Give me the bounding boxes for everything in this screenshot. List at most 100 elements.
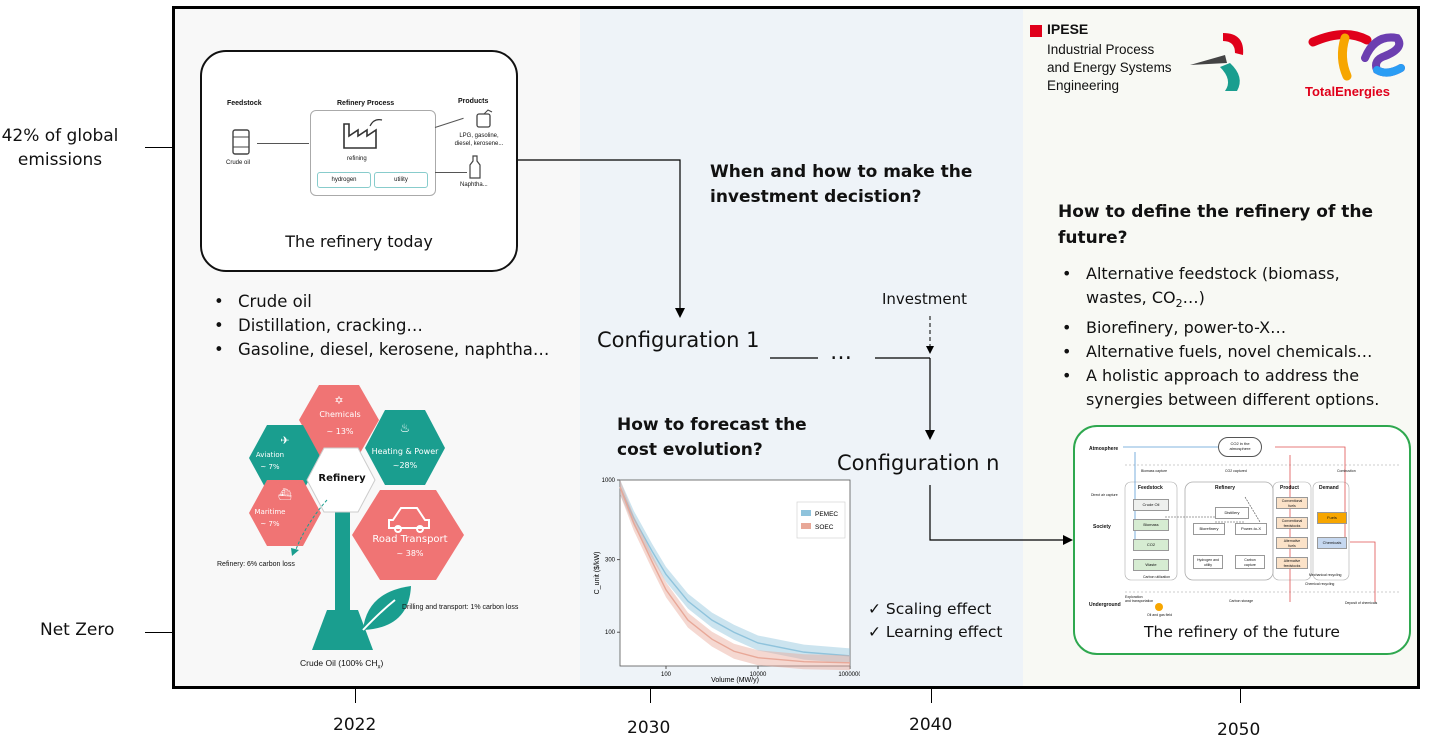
legend-pemec: PEMEC: [815, 511, 838, 518]
products-title: Products: [458, 98, 489, 105]
forecast-question: How to forecast the cost evolution?: [617, 415, 807, 460]
demand-fuels: Fuels: [1317, 512, 1347, 524]
y-tick-label-2: 100: [605, 630, 616, 636]
refinery-loss-label: Refinery: 6% carbon loss: [217, 561, 295, 568]
ipese-emblem-icon: [1190, 33, 1244, 91]
check-icon: ✓: [868, 600, 886, 618]
hexagon-infographic: ✡ ♨ ✈ ⛴: [249, 385, 464, 650]
utility-box: utility: [374, 172, 428, 188]
future-diagram-lines: [1123, 446, 1400, 611]
today-bullet-3: Gasoline, diesel, kerosene, naphtha…: [214, 338, 549, 362]
heating-label: Heating & Power: [371, 447, 439, 456]
totalenergies-emblem-icon: [1308, 30, 1405, 81]
hex-refinery: [306, 447, 376, 513]
feed-biomass: Biomass: [1133, 519, 1169, 531]
hex-heating: [365, 410, 445, 485]
chemicals-pct: ~ 13%: [326, 427, 354, 436]
aviation-label: Aviation: [255, 451, 285, 459]
today-bullet-1: Crude oil: [214, 290, 549, 314]
underground-label: Underground: [1089, 602, 1121, 608]
tick-2040: [931, 689, 932, 703]
barrel-icon: [232, 129, 250, 155]
crude-oil-base-label: Crude Oil (100% CHx): [300, 658, 383, 671]
investment-question: When and how to make the investment deci…: [710, 162, 973, 207]
chart-ylabel: C_unit ($/kW): [594, 552, 601, 595]
loss-arrow-head: [291, 548, 299, 556]
legend-pemec-swatch: [801, 510, 811, 516]
prod-alt-fuels: Alternative fuels: [1276, 537, 1308, 549]
year-2022: 2022: [333, 715, 377, 735]
note-exploration: Exploration and transportation: [1125, 595, 1154, 603]
crude-oil-label: Crude oil: [226, 160, 251, 166]
note-deposit-chemicals: Deposit of chemicals: [1345, 601, 1378, 605]
today-to-config1-head: [675, 308, 685, 318]
tick-2022: [355, 689, 356, 703]
bottle-icon: [469, 155, 481, 179]
scaling-effect-text: Scaling effect: [885, 600, 992, 618]
feedstock-title: Feedstock: [227, 100, 262, 107]
investment-head: [926, 346, 934, 354]
investment-label: Investment: [882, 290, 967, 308]
legend-soec: SOEC: [815, 524, 834, 531]
drilling-loss-label: Drilling and transport: 1% carbon loss: [402, 604, 519, 611]
future-bullet-1: Alternative feedstock (biomass,wastes, C…: [1062, 262, 1379, 316]
today-bullet-2: Distillation, cracking…: [214, 314, 549, 338]
note-direct-air: Direct air capture: [1091, 493, 1118, 497]
confign-to-future-head: [1063, 535, 1073, 545]
refinery-future-caption: The refinery of the future: [1144, 623, 1340, 641]
future-bullet-1a: Alternative feedstock (biomass,: [1086, 264, 1340, 283]
scaling-effect: ✓ Scaling effect: [868, 598, 1003, 621]
configuration-dots: …: [830, 340, 852, 365]
y-tick-label-0: 1000: [602, 478, 616, 484]
feed-arrow: [257, 143, 309, 144]
tick-2030: [650, 689, 651, 703]
demand-chemicals: Chemicals: [1317, 537, 1347, 549]
note-mechanical-recycling: Mechanical recycling: [1309, 573, 1342, 577]
future-bullet-4: A holistic approach to address the syner…: [1062, 364, 1379, 412]
trunk: [312, 500, 373, 650]
hydrogen-box: hydrogen: [317, 172, 371, 188]
prod-alt-feedstocks: Alternative feedstocks: [1276, 557, 1308, 569]
product-col-label: Product: [1280, 485, 1299, 491]
configuration-n: Configuration n: [837, 451, 1000, 475]
configuration-1: Configuration 1: [597, 328, 760, 352]
future-bullet-1c: …): [1182, 288, 1205, 307]
note-biomass-capture: Biomass capture: [1141, 469, 1168, 473]
car-icon: [388, 507, 430, 533]
chemicals-label: Chemicals: [319, 410, 361, 419]
note-carbon-utilization: Carbon utilization: [1143, 575, 1171, 579]
prod-conv-fuels: Conventional fuels: [1276, 497, 1308, 509]
x-tick-label-1: 10000: [750, 672, 767, 678]
factory-icon: [343, 119, 383, 149]
confign-to-future: [929, 485, 1065, 541]
crude-base-text: Crude Oil (100% CH: [300, 658, 378, 668]
hex-chemicals: [299, 385, 379, 455]
note-carbon-storage: Carbon storage: [1229, 599, 1254, 603]
product-arrow-2: [435, 172, 467, 173]
note-co2-captured: CO2 captured: [1225, 469, 1247, 473]
chemicals-icon: ✡: [334, 394, 343, 407]
refinery-today-caption: The refinery today: [285, 232, 433, 251]
feed-co2: CO2: [1133, 539, 1169, 551]
ref-hydrogen: Hydrogen and utility: [1193, 555, 1223, 569]
ipese-logo: IPESE: [1047, 21, 1089, 37]
year-2050: 2050: [1217, 720, 1261, 740]
series-band-pemec: [620, 479, 850, 664]
ref-power-to-x: Power-to-X: [1235, 523, 1267, 535]
crude-end-text: ): [380, 658, 384, 668]
loss-arrow: [294, 499, 328, 553]
x-tick-label-2: 1000000: [838, 672, 860, 678]
aviation-pct: ~ 7%: [260, 463, 280, 471]
chart-xlabel: Volume (MW/y): [711, 677, 759, 684]
maritime-label: Maritime: [254, 508, 286, 516]
flame-icon: ♨: [400, 421, 411, 435]
future-bullets: Alternative feedstock (biomass,wastes, C…: [1060, 262, 1379, 412]
tick-2050: [1240, 689, 1241, 703]
road-pct: ~ 38%: [396, 549, 424, 558]
ref-biorefinery: Biorefinery: [1193, 523, 1225, 535]
future-bullet-2: Biorefinery, power-to-X…: [1062, 316, 1379, 340]
refinery-hex-label: Refinery: [318, 473, 366, 484]
ipese-square-icon: [1030, 25, 1042, 37]
net-zero-tick: [145, 632, 172, 633]
ship-icon: ⛴: [278, 488, 292, 501]
